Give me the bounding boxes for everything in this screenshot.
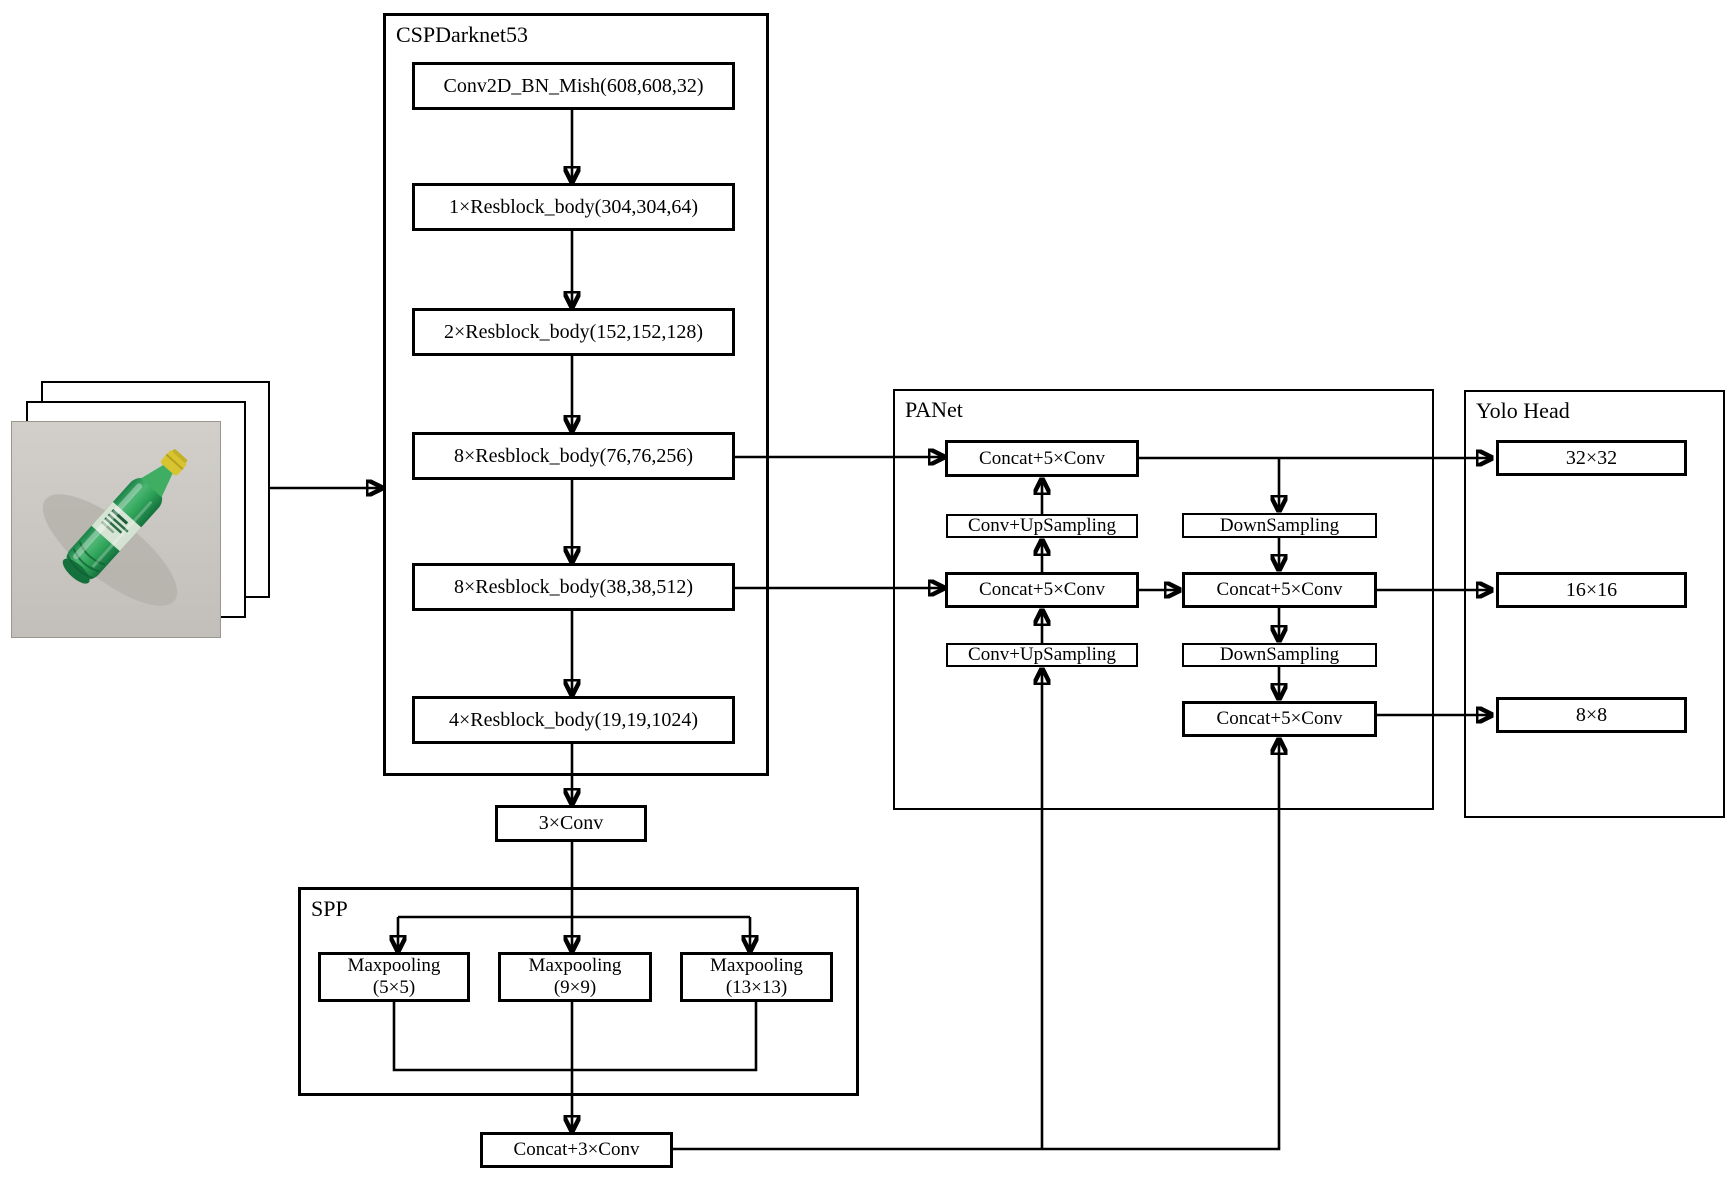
maxpooling-9x9-name: Maxpooling [528, 955, 622, 977]
panet-downsampling-1: DownSampling [1182, 513, 1377, 538]
panet-top-concat: Concat+5×Conv [945, 440, 1139, 477]
yolo-output-32x32: 32×32 [1496, 440, 1687, 476]
node-3xconv: 3×Conv [495, 805, 647, 842]
panet-mid-right-concat: Concat+5×Conv [1182, 572, 1377, 608]
panet-conv-upsampling-2: Conv+UpSampling [946, 643, 1138, 667]
yolo-output-8x8: 8×8 [1496, 697, 1687, 733]
node-maxpooling-9x9: Maxpooling (9×9) [498, 952, 652, 1002]
spp-container-label: SPP [311, 896, 348, 921]
panet-container-label: PANet [905, 397, 963, 422]
maxpooling-13x13-kernel: (13×13) [725, 977, 788, 998]
yolo-head-container-label: Yolo Head [1476, 398, 1570, 423]
maxpooling-5x5-name: Maxpooling [347, 955, 441, 977]
node-concat-3xconv: Concat+3×Conv [480, 1132, 673, 1168]
bottle-photo-illustration [12, 422, 220, 637]
block-resblock-1: 1×Resblock_body(304,304,64) [412, 183, 735, 231]
yolo-head-container: Yolo Head [1464, 390, 1725, 818]
node-maxpooling-13x13: Maxpooling (13×13) [680, 952, 833, 1002]
panet-conv-upsampling-1: Conv+UpSampling [946, 514, 1138, 538]
backbone-container: CSPDarknet53 [383, 13, 769, 776]
node-maxpooling-5x5: Maxpooling (5×5) [318, 952, 470, 1002]
bottle [62, 449, 188, 584]
block-resblock-8a: 8×Resblock_body(76,76,256) [412, 432, 735, 480]
block-resblock-8b: 8×Resblock_body(38,38,512) [412, 563, 735, 611]
input-bottle-photo [11, 421, 221, 638]
backbone-container-label: CSPDarknet53 [396, 22, 528, 47]
maxpooling-9x9-kernel: (9×9) [553, 977, 597, 998]
yolo-output-16x16: 16×16 [1496, 572, 1687, 608]
block-resblock-2: 2×Resblock_body(152,152,128) [412, 308, 735, 356]
block-conv2d-bn-mish: Conv2D_BN_Mish(608,608,32) [412, 62, 735, 110]
block-resblock-4: 4×Resblock_body(19,19,1024) [412, 696, 735, 744]
maxpooling-5x5-kernel: (5×5) [372, 977, 416, 998]
bottle-cap [160, 450, 187, 476]
panet-downsampling-2: DownSampling [1182, 643, 1377, 667]
maxpooling-13x13-name: Maxpooling [710, 955, 803, 977]
panet-bottom-concat: Concat+5×Conv [1182, 701, 1377, 737]
panet-mid-concat: Concat+5×Conv [945, 572, 1139, 608]
